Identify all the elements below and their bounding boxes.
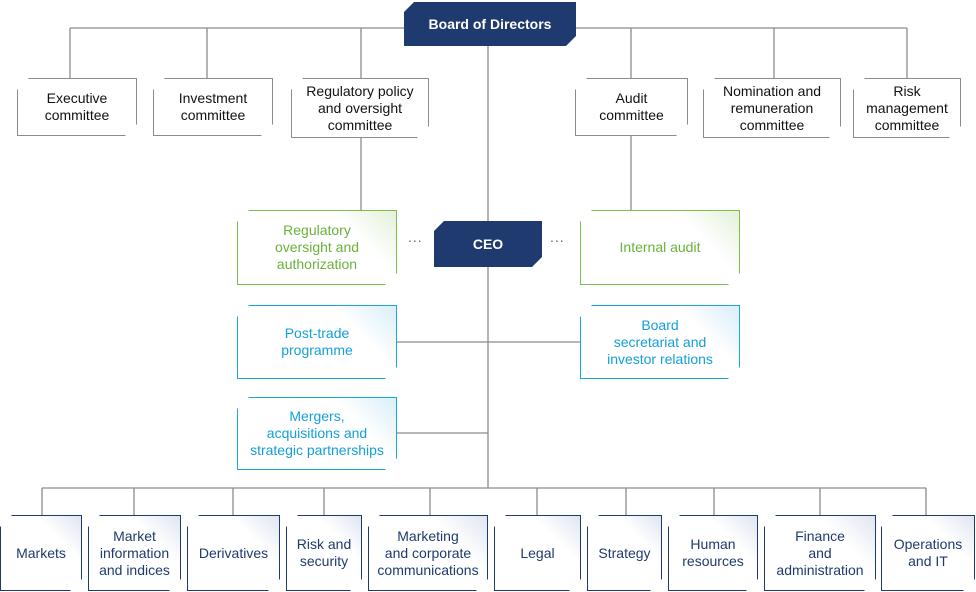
dots-left: ... <box>408 229 423 245</box>
dept-label: Operations and IT <box>893 536 963 569</box>
dept-markets: Markets <box>0 515 82 591</box>
post-trade-label: Post-trade programme <box>281 325 353 358</box>
committee-nomination-remuneration: Nomination and remuneration committee <box>703 78 841 138</box>
post-trade-programme-box: Post-trade programme <box>237 305 397 379</box>
regulatory-oversight-box: Regulatory oversight and authorization <box>237 210 397 285</box>
dept-label: Market information and indices <box>99 527 170 578</box>
committee-label: Nomination and remuneration committee <box>722 82 822 133</box>
internal-audit-box: Internal audit <box>580 210 740 285</box>
committee-risk-management: Risk management committee <box>853 78 961 138</box>
board-label: Board of Directors <box>428 15 552 32</box>
mergers-label: Mergers, acquisitions and strategic part… <box>250 408 384 458</box>
dept-label: Marketing and corporate communications <box>377 527 479 578</box>
dept-risk-security: Risk and security <box>286 515 362 591</box>
dept-label: Risk and security <box>296 536 352 569</box>
committee-regulatory-policy: Regulatory policy and oversight committe… <box>291 78 429 138</box>
dept-derivatives: Derivatives <box>187 515 280 591</box>
committee-executive: Executive committee <box>17 78 137 136</box>
dots-right: ... <box>550 229 565 245</box>
dept-label: Strategy <box>598 544 651 561</box>
committee-label: Executive committee <box>44 90 110 123</box>
dept-marketing-communications: Marketing and corporate communications <box>368 515 488 591</box>
dept-human-resources: Human resources <box>668 515 758 591</box>
board-of-directors: Board of Directors <box>404 2 576 46</box>
dept-finance-administration: Finance and administration <box>764 515 876 591</box>
committee-label: Risk management committee <box>866 82 948 133</box>
dept-label: Finance and administration <box>776 527 864 578</box>
dept-label: Human resources <box>682 536 744 569</box>
ceo-label: CEO <box>472 235 504 252</box>
ceo-box: CEO <box>434 221 542 267</box>
committee-label: Regulatory policy and oversight committe… <box>306 82 414 133</box>
board-secretariat-label: Board secretariat and investor relations <box>607 316 713 367</box>
mergers-acquisitions-box: Mergers, acquisitions and strategic part… <box>237 397 397 470</box>
dept-operations-it: Operations and IT <box>881 515 975 591</box>
committee-label: Audit committee <box>599 90 664 123</box>
committee-label: Investment committee <box>178 90 248 123</box>
internal-audit-label: Internal audit <box>619 239 701 255</box>
dept-legal: Legal <box>494 515 581 591</box>
dept-label: Derivatives <box>198 544 269 561</box>
committee-investment: Investment committee <box>153 78 273 136</box>
dept-label: Markets <box>16 544 66 561</box>
dept-strategy: Strategy <box>587 515 662 591</box>
regulatory-oversight-label: Regulatory oversight and authorization <box>274 222 360 272</box>
dept-label: Legal <box>520 544 555 561</box>
dept-market-information: Market information and indices <box>88 515 181 591</box>
board-secretariat-box: Board secretariat and investor relations <box>580 305 740 379</box>
committee-audit: Audit committee <box>575 78 688 136</box>
